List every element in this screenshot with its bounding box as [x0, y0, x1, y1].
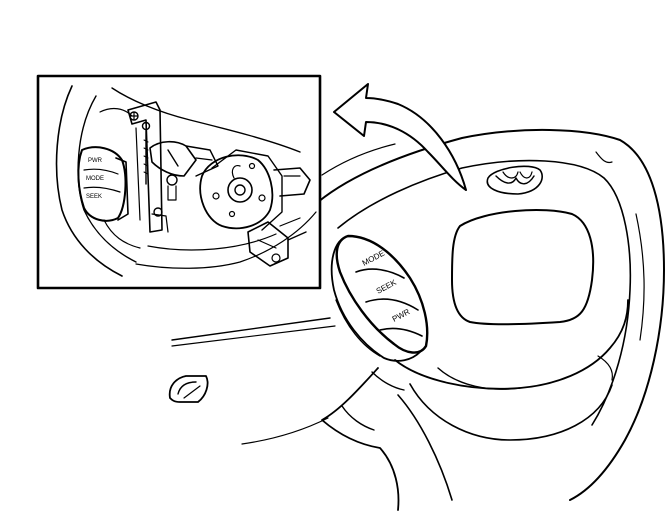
dash-upper-line-2 [171, 325, 336, 347]
emblem-icon [486, 165, 543, 195]
seek-button-label: SEEK [375, 277, 399, 295]
switch-housing-back [330, 235, 421, 362]
inset-pwr-label: PWR [88, 158, 103, 164]
column-shroud-3 [341, 405, 375, 431]
wheel-rim-outer [317, 128, 665, 501]
curved-arrow-icon [333, 83, 467, 191]
pwr-button-label: PWR [391, 307, 412, 324]
inset-wire-connector [149, 140, 219, 177]
wheel-rim-highlight [321, 143, 396, 176]
inset-lower-connector [247, 217, 307, 267]
wheel-lower-housing [409, 383, 613, 441]
dash-vent-icon [168, 375, 209, 403]
wheel-rim-highlight-3 [595, 151, 613, 164]
inset-wheel-arc-outer [55, 85, 123, 277]
column-shroud-4 [371, 371, 405, 391]
inset-wheel-arc-3 [135, 211, 317, 269]
inset-radio-switch: PWR MODE SEEK [77, 146, 129, 222]
switch-housing [335, 234, 429, 354]
column-shroud-2 [397, 394, 453, 501]
radio-control-switch: MODE SEEK PWR [330, 234, 429, 362]
inset-top-contour [111, 87, 301, 153]
pwr-button[interactable]: PWR [391, 307, 412, 324]
inset-mounting-bracket [127, 101, 169, 233]
column-shroud [321, 367, 400, 511]
steering-wheel [317, 128, 665, 511]
switch-divider-2 [365, 298, 419, 311]
inset-mode-label: MODE [86, 176, 104, 182]
switch-divider-1 [355, 268, 405, 279]
wheel-lower-housing-2 [437, 367, 521, 390]
seek-button[interactable]: SEEK [375, 277, 399, 295]
mode-button[interactable]: MODE [361, 249, 386, 268]
dashboard [168, 253, 336, 445]
switch-divider-3 [379, 327, 423, 337]
inset-wheel-arc-4 [147, 233, 277, 251]
inset-hub-edge [103, 219, 141, 249]
wheel-lower-ridge [597, 355, 613, 381]
wheel-rim-right-edge [635, 213, 645, 341]
airbag-pad [451, 209, 595, 326]
wheel-lower-spoke [394, 299, 629, 390]
detail-inset: PWR MODE SEEK [36, 74, 322, 290]
screw-icon [129, 111, 178, 217]
dash-contour [241, 417, 329, 445]
inset-right-connector [273, 167, 311, 197]
inset-frame [36, 74, 322, 290]
mode-button-label: MODE [361, 249, 386, 268]
inset-clock-spring [199, 149, 283, 231]
inset-seek-label: SEEK [86, 194, 102, 200]
switch-housing-back-2 [335, 299, 381, 357]
dash-upper-line [171, 317, 331, 341]
wheel-rim-inner [337, 159, 632, 426]
